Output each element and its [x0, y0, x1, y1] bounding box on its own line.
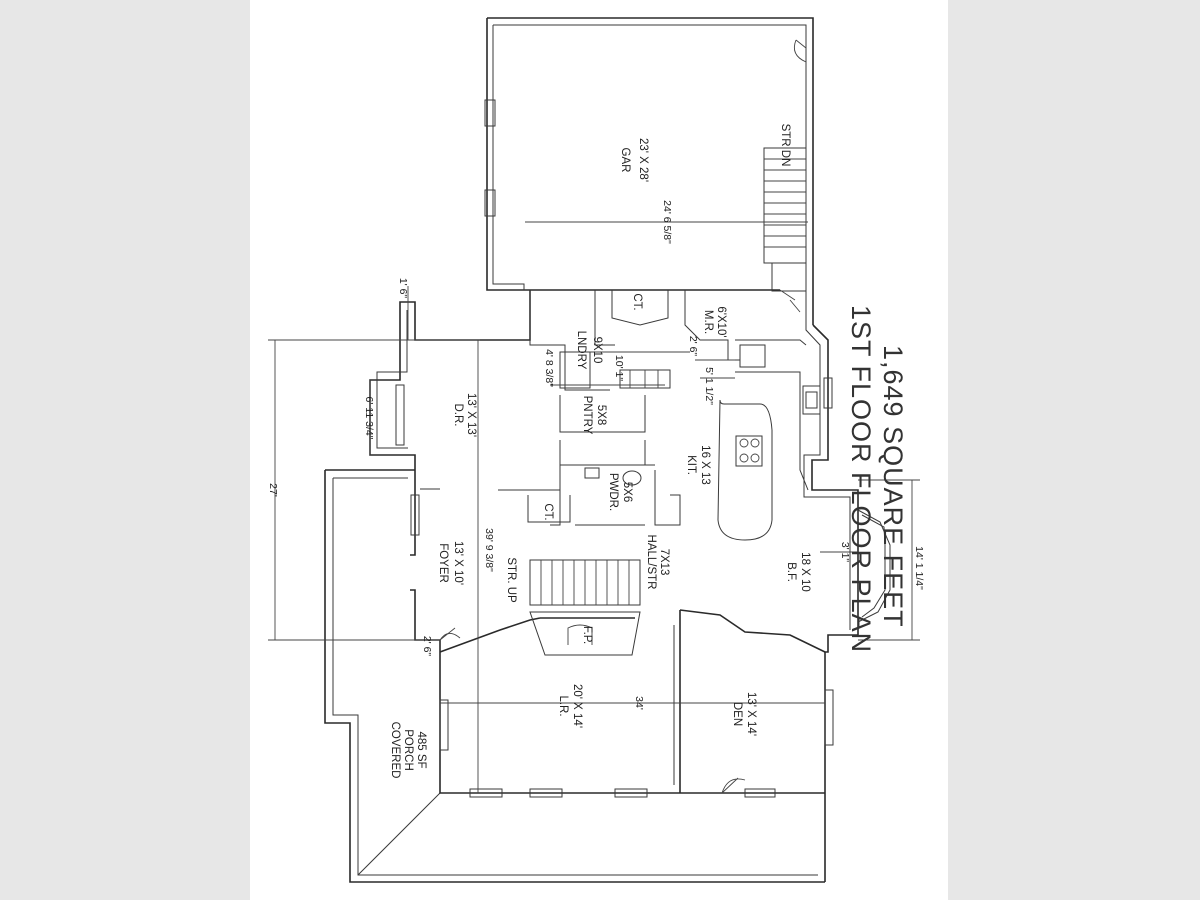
closet-lower-label: CT.: [542, 503, 554, 520]
plan-subtitle-text: 1,649 SQUARE FEET: [878, 345, 908, 628]
entry-door-swing: [439, 627, 461, 641]
porch-size: 485 SF: [415, 731, 427, 768]
hall-size: 7X13: [658, 549, 670, 576]
kitchen-label: KIT.: [685, 455, 697, 475]
laundry-size: 9X10: [591, 337, 603, 364]
dimension-labels: 24' 6 5/8" 1' 6" 27' 6' 11 3/4" 4' 8 3/8…: [267, 200, 925, 710]
pantry-powder: [498, 395, 681, 526]
laundry-label: LNDRY: [575, 331, 587, 370]
fireplace-label: F.P.: [581, 626, 593, 644]
covered-porch: [324, 469, 825, 883]
mudroom-size: 6'X10': [715, 306, 727, 337]
dim-34: 34': [633, 696, 645, 710]
kitchen-island: [717, 371, 821, 541]
lr-den-walls: [439, 609, 834, 798]
pantry-label: PNTRY: [581, 396, 593, 435]
dim-garage-width: 24' 6 5/8": [661, 200, 673, 244]
stairs-down: [763, 147, 807, 292]
garage-size: 23' X 28': [637, 138, 649, 182]
lr-window-left: [439, 699, 449, 751]
dim-10-1: 10' 1": [613, 355, 625, 381]
floor-plan-sheet: [250, 0, 948, 900]
dim-2-6-entry: 2' 6": [421, 636, 433, 657]
dim-2-6: 2' 6": [687, 336, 699, 357]
den-label: DEN: [731, 702, 743, 726]
foyer-label: FOYER: [437, 543, 449, 583]
dining-walls: [369, 290, 531, 490]
closet-upper-label: CT.: [631, 293, 643, 310]
den-size: 13' X 14': [745, 692, 757, 736]
dr-window: [395, 384, 405, 446]
dim-6-11: 6' 11 3/4": [363, 397, 375, 440]
living-room-label: L.R.: [557, 695, 569, 716]
powder-label: PWDR.: [607, 473, 619, 511]
den-window: [824, 689, 834, 746]
dim-39-9: 39' 9 3/8": [483, 528, 495, 572]
stairs-up: [529, 559, 641, 606]
exterior-walls: [803, 300, 891, 882]
breakfast-size: 18 X 10: [799, 552, 811, 592]
dim-14-1: 14' 1 1/4": [913, 546, 925, 590]
dining-label: D.R.: [452, 404, 464, 427]
dimension-lines: [268, 221, 920, 793]
stairs-down-label: STR DN: [779, 124, 791, 167]
powder-size: 5X6: [621, 482, 633, 502]
breakfast-label: B.F.: [785, 562, 797, 582]
garage: [484, 17, 814, 325]
dim-5-1: 5' 1 1/2": [703, 367, 715, 405]
hall-label: HALL/STR: [645, 535, 657, 590]
laundry-mudroom: [529, 289, 807, 391]
garage-window-upper: [484, 99, 496, 127]
dim-1-6: 1' 6": [397, 278, 409, 299]
foyer-window: [410, 494, 420, 536]
pantry-size: 5X8: [595, 405, 607, 425]
dining-size: 13' X 13': [465, 393, 477, 437]
living-room-size: 20' X 14': [571, 684, 583, 728]
garage-door-swing: [793, 39, 807, 63]
garage-label: GAR: [619, 148, 631, 173]
stairs-up-label: STR. UP: [505, 557, 517, 603]
plan-title: 1ST FLOOR FLOOR PLAN 1,649 SQUARE FEET: [846, 305, 908, 653]
dim-27: 27': [267, 483, 279, 497]
garage-window-lower: [484, 189, 496, 217]
dim-3-1: 3' 1": [839, 542, 851, 563]
porch-label-line2: PORCH: [402, 729, 414, 771]
room-labels: GAR 23' X 28' STR DN CT. M.R. 6'X10' LND…: [389, 124, 811, 779]
foyer-size: 13' X 10': [452, 541, 464, 585]
plan-title-text: 1ST FLOOR FLOOR PLAN: [846, 305, 876, 653]
kitchen-size: 16 X 13: [699, 445, 711, 485]
fireplace: [529, 611, 641, 656]
dim-4-8: 4' 8 3/8": [543, 349, 555, 387]
mudroom-label: M.R.: [702, 310, 714, 334]
porch-label-line1: COVERED: [389, 722, 401, 779]
